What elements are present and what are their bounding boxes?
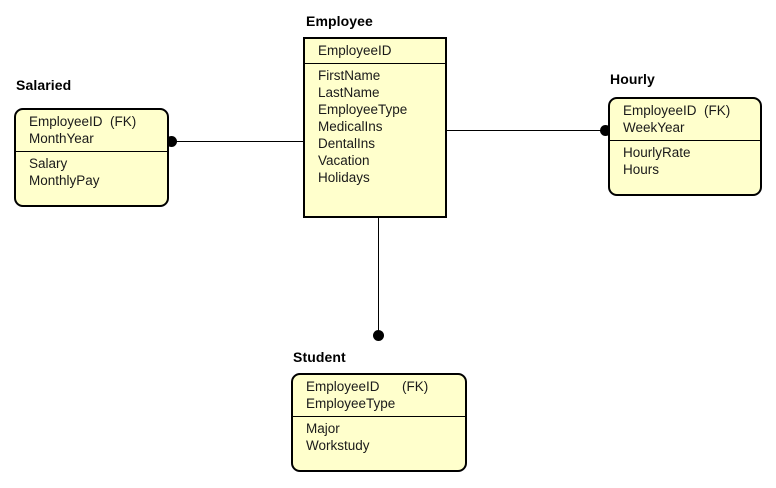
entity-key-section-hourly: EmployeeID (FK) WeekYear bbox=[610, 99, 760, 141]
attribute-row: HourlyRate bbox=[623, 145, 691, 160]
attribute-row: WeekYear bbox=[623, 120, 685, 135]
attribute-row: MonthYear bbox=[29, 131, 94, 146]
attribute-row: LastName bbox=[318, 85, 380, 100]
entity-title-salaried: Salaried bbox=[16, 77, 72, 93]
entity-box-student[interactable]: EmployeeID (FK) EmployeeType Major Works… bbox=[291, 373, 467, 472]
entity-attr-section-hourly: HourlyRate Hours bbox=[610, 141, 760, 182]
attribute-row: DentalIns bbox=[318, 136, 376, 151]
attribute-row: EmployeeType bbox=[318, 102, 408, 117]
connector-dot-hourly bbox=[600, 125, 611, 136]
attribute-row: EmployeeType bbox=[306, 396, 396, 411]
attribute-row: Major bbox=[306, 421, 340, 436]
attribute-row: Salary bbox=[29, 156, 68, 171]
entity-title-hourly: Hourly bbox=[610, 71, 655, 87]
attribute-row: FirstName bbox=[318, 68, 381, 83]
attribute-row: EmployeeID (FK) bbox=[29, 114, 137, 129]
attribute-row: MedicalIns bbox=[318, 119, 383, 134]
entity-box-salaried[interactable]: EmployeeID (FK) MonthYear Salary Monthly… bbox=[14, 108, 169, 207]
entity-key-section-employee: EmployeeID bbox=[305, 39, 445, 64]
entity-attr-section-salaried: Salary MonthlyPay bbox=[16, 152, 167, 193]
entity-attr-section-employee: FirstName LastName EmployeeType MedicalI… bbox=[305, 64, 445, 190]
attribute-row: EmployeeID (FK) bbox=[306, 379, 429, 394]
entity-attr-section-student: Major Workstudy bbox=[293, 417, 465, 458]
connector-dot-student bbox=[373, 330, 384, 341]
connector-employee-student[interactable] bbox=[378, 218, 379, 335]
entity-title-student: Student bbox=[293, 349, 346, 365]
entity-title-employee: Employee bbox=[306, 13, 373, 29]
connector-dot-salaried bbox=[166, 136, 177, 147]
connector-salaried-employee[interactable] bbox=[171, 141, 303, 142]
attribute-row: EmployeeID (FK) bbox=[623, 103, 731, 118]
entity-box-employee[interactable]: EmployeeID FirstName LastName EmployeeTy… bbox=[303, 37, 447, 218]
attribute-row: Hours bbox=[623, 162, 660, 177]
connector-employee-hourly[interactable] bbox=[447, 130, 605, 131]
entity-box-hourly[interactable]: EmployeeID (FK) WeekYear HourlyRate Hour… bbox=[608, 97, 762, 196]
attribute-row: EmployeeID bbox=[318, 43, 392, 58]
entity-key-section-salaried: EmployeeID (FK) MonthYear bbox=[16, 110, 167, 152]
entity-key-section-student: EmployeeID (FK) EmployeeType bbox=[293, 375, 465, 417]
attribute-row: Workstudy bbox=[306, 438, 370, 453]
attribute-row: Vacation bbox=[318, 153, 370, 168]
attribute-row: MonthlyPay bbox=[29, 173, 100, 188]
attribute-row: Holidays bbox=[318, 170, 370, 185]
